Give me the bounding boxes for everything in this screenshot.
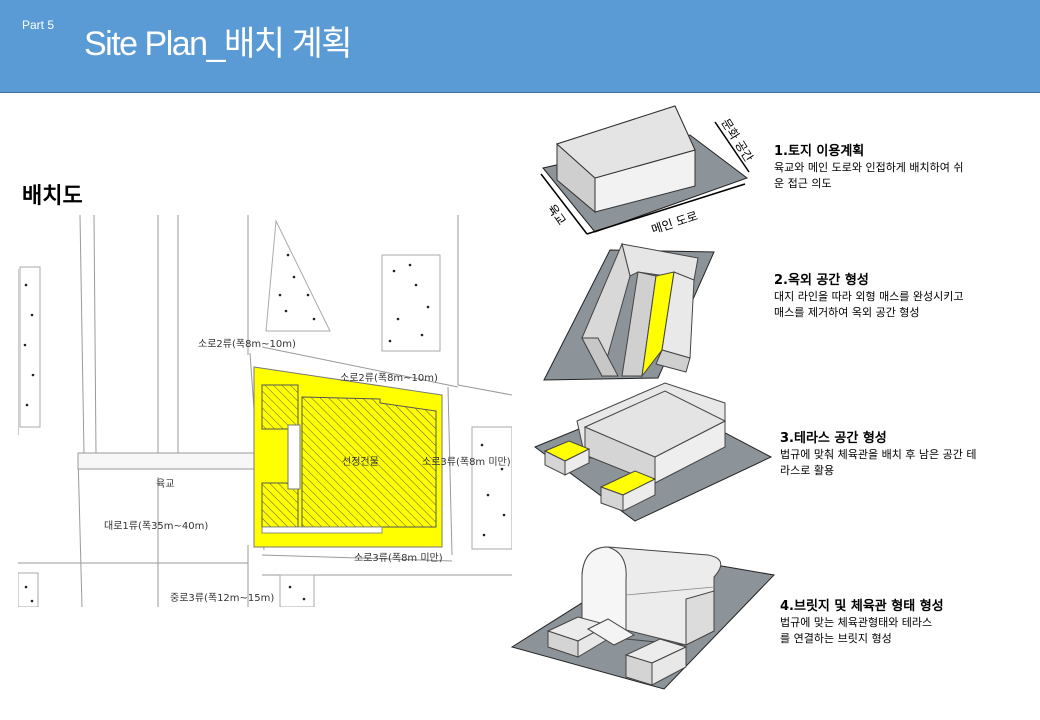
diagram-outdoor-space bbox=[543, 242, 715, 381]
page-title: Site Plan_배치 계획 bbox=[84, 25, 353, 63]
label-road-small3-right: 소로3류(폭8m 미만) bbox=[422, 456, 511, 468]
step-3-desc-line-1: 법규에 맞춰 체육관을 배치 후 남은 공간 테 bbox=[780, 448, 977, 461]
part-label: Part 5 bbox=[22, 18, 55, 32]
step-2-desc-line-2: 매스를 제거하여 옥외 공간 형성 bbox=[774, 306, 920, 319]
label-road-small3-bottom: 소로3류(폭8m 미만) bbox=[354, 552, 443, 564]
site-plan-map: 소로2류(폭8m~10m) 소로2류(폭8m~10m) 선정건물 소로3류(폭8… bbox=[18, 215, 512, 607]
label-building: 선정건물 bbox=[342, 456, 379, 468]
step-2-heading: 2.옥외 공간 형성 bbox=[774, 273, 869, 288]
label-road-mid3: 중로3류(폭12m~15m) bbox=[170, 592, 274, 604]
section-title: 배치도 bbox=[22, 184, 83, 209]
label-road-small2-inner: 소로2류(폭8m~10m) bbox=[340, 372, 438, 384]
step-4-desc-line-1: 법규에 맞는 체육관형태와 테라스 bbox=[780, 616, 933, 629]
diagram1-back-label: 문화 공간 bbox=[718, 116, 755, 164]
step-2: 2.옥외 공간 형성 대지 라인을 따라 외형 매스를 완성시키고 매스를 제거… bbox=[774, 272, 1034, 321]
label-bridge: 육교 bbox=[156, 478, 174, 490]
diagram-terrace bbox=[533, 382, 773, 522]
step-4: 4.브릿지 및 체육관 형태 형성 법규에 맞는 체육관형태와 테라스 를 연결… bbox=[780, 598, 1035, 647]
step-3: 3.테라스 공간 형성 법규에 맞춰 체육관을 배치 후 남은 공간 테 라스로… bbox=[780, 430, 1035, 479]
step-4-heading: 4.브릿지 및 체육관 형태 형성 bbox=[780, 599, 944, 614]
step-3-heading: 3.테라스 공간 형성 bbox=[780, 431, 887, 446]
diagram-bridge-gym bbox=[510, 546, 776, 690]
label-road-large1: 대로1류(폭35m~40m) bbox=[104, 520, 208, 532]
step-2-desc-line-1: 대지 라인을 따라 외형 매스를 완성시키고 bbox=[774, 290, 964, 303]
step-3-desc-line-2: 라스로 활용 bbox=[780, 464, 835, 477]
step-4-desc-line-2: 를 연결하는 브릿지 형성 bbox=[780, 632, 892, 645]
step-1-desc-line-2: 운 접근 의도 bbox=[774, 177, 832, 190]
header-bar: Part 5 Site Plan_배치 계획 bbox=[0, 0, 1040, 93]
diagram1-main-road-label: 메인 도로 bbox=[650, 209, 700, 237]
diagram-land-use: 육교 메인 도로 문화 공간 bbox=[540, 105, 755, 237]
step-1-desc-line-1: 육교와 메인 도로와 인접하게 배치하여 쉬 bbox=[774, 161, 964, 174]
step-1: 1.토지 이용계획 육교와 메인 도로와 인접하게 배치하여 쉬 운 접근 의도 bbox=[774, 143, 1034, 192]
label-road-small2-top: 소로2류(폭8m~10m) bbox=[198, 338, 296, 350]
step-1-heading: 1.토지 이용계획 bbox=[774, 144, 865, 159]
